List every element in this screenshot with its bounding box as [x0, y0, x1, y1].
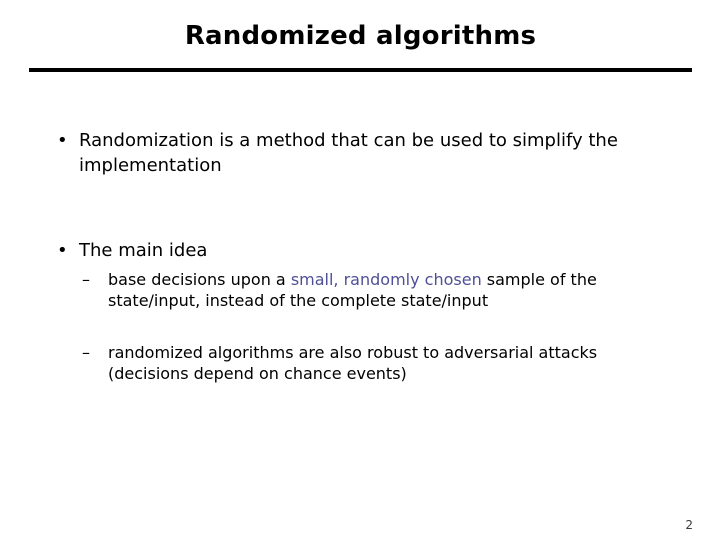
bullet-marker-icon: • [57, 130, 68, 151]
bullet-item: • The main idea [57, 238, 669, 263]
bullet-item: • Randomization is a method that can be … [57, 128, 669, 178]
sub-bullet-text: base decisions upon a small, randomly ch… [108, 269, 654, 311]
bullet-text: Randomization is a method that can be us… [79, 130, 618, 176]
dash-marker-icon: – [82, 343, 90, 362]
page-title: Randomized algorithms [184, 21, 537, 51]
page-number: 2 [685, 518, 693, 532]
sub-bullet-item: – base decisions upon a small, randomly … [82, 269, 654, 311]
sub-bullet-text-highlight: small, randomly chosen [290, 270, 482, 289]
sub-bullet-text-before: randomized algorithms are also robust to… [108, 343, 598, 383]
bullet-marker-icon: • [57, 240, 68, 261]
sub-bullet-text-before: base decisions upon a [108, 270, 291, 289]
sub-bullet-item: – randomized algorithms are also robust … [82, 342, 654, 384]
sub-bullet-text: randomized algorithms are also robust to… [108, 342, 654, 384]
dash-marker-icon: – [82, 270, 90, 289]
sub-bullet-text-after: sample of the state/input, instead of th… [108, 270, 597, 310]
title-divider [29, 68, 692, 72]
bullet-text: The main idea [79, 240, 208, 261]
